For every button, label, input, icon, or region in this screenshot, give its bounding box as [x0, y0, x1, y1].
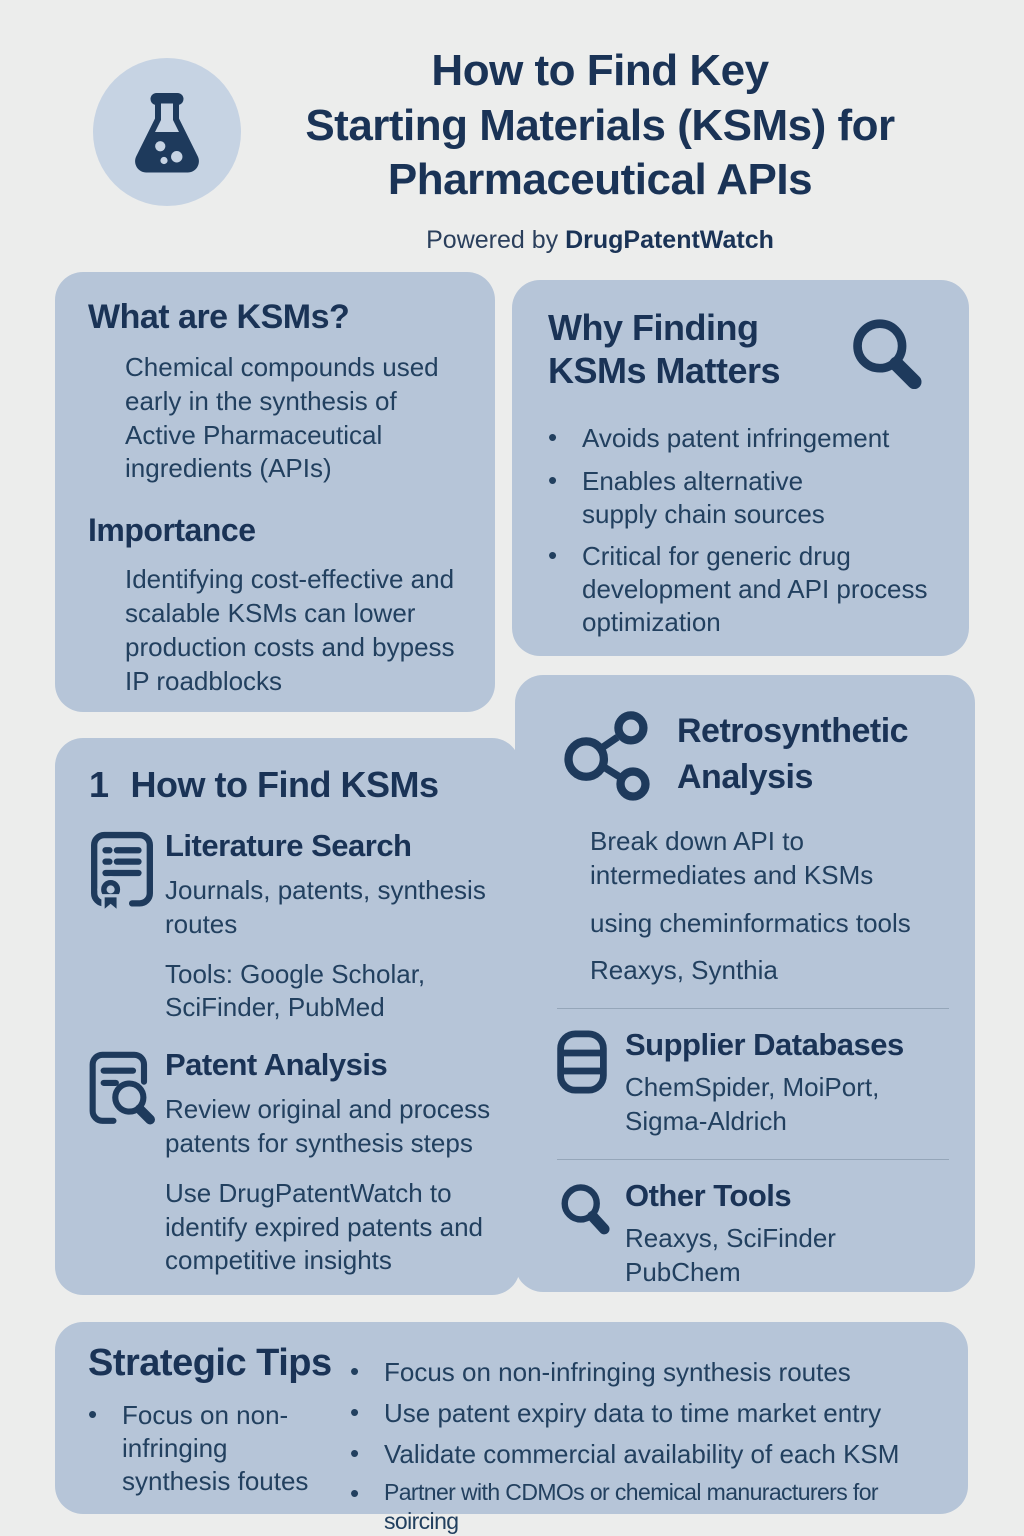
why-matters-bullets: • Avoids patent infringement • Enables a…	[548, 422, 945, 639]
retrosynthetic-heading-line1: Retrosynthetic	[677, 712, 909, 750]
brand-name: DrugPatentWatch	[565, 225, 774, 254]
bullet-dot: •	[548, 422, 558, 452]
bullet-item: • Critical for generic drug development …	[548, 540, 945, 638]
why-matters-heading: Why Finding KSMs Matters	[548, 306, 781, 392]
bullet-text: Focus on non-infringing synthesis routes	[384, 1357, 851, 1387]
literature-search-body: Literature Search Journals, patents, syn…	[165, 828, 517, 1025]
powered-by: Powered by DrugPatentWatch	[230, 226, 970, 255]
why-matters-panel: Why Finding KSMs Matters • Avoids patent…	[512, 280, 969, 656]
page-title-line2: Starting Materials (KSMs) for	[305, 100, 895, 150]
bullet-text: Focus on non-infringing synthesis foutes	[122, 1400, 309, 1496]
why-matters-header: Why Finding KSMs Matters	[548, 306, 945, 402]
why-matters-heading-line2: KSMs Matters	[548, 350, 781, 392]
patent-analysis-body: Patent Analysis Review original and proc…	[165, 1047, 517, 1278]
patent-analysis-item: Patent Analysis Review original and proc…	[89, 1047, 502, 1278]
patent-analysis-tools: Use DrugPatentWatch to identify expired …	[165, 1177, 483, 1276]
bullet-dot: •	[350, 1437, 360, 1468]
bullet-text: Use patent expiry data to time market en…	[384, 1397, 882, 1428]
bullet-text: Avoids patent infringement	[582, 423, 890, 453]
bullet-item: • Enables alternative supply chain sourc…	[548, 465, 945, 531]
bullet-dot: •	[88, 1399, 98, 1429]
bullet-item: • Focus on non-infringing synthesis fout…	[88, 1399, 350, 1497]
bullet-item: • Validate commercial availability of ea…	[350, 1438, 954, 1471]
other-tools-title: Other Tools	[625, 1177, 792, 1213]
bullet-text: Validate commercial availability of each…	[384, 1438, 900, 1469]
page-title-line1: How to Find Key	[431, 46, 769, 95]
flask-badge	[93, 58, 241, 206]
strategic-tips-heading: Strategic Tips	[88, 1342, 332, 1384]
bullet-text: Critical for generic drug development an…	[582, 541, 928, 637]
how-to-find-header: 1 How to Find KSMs	[89, 764, 502, 806]
database-icon	[555, 1027, 625, 1139]
supplier-databases-body: Supplier Databases ChemSpider, MoiPort, …	[625, 1027, 955, 1139]
bullet-item: • Partner with CDMOs or chemical manurac…	[350, 1478, 954, 1536]
bullet-item: • Avoids patent infringement	[548, 422, 945, 455]
literature-search-text: Journals, patents, synthesis routes	[165, 875, 486, 939]
retrosynthetic-heading-line2: Analysis	[677, 758, 813, 797]
bullet-dot: •	[350, 1356, 360, 1386]
supplier-databases-item: Supplier Databases ChemSpider, MoiPort, …	[555, 1027, 955, 1139]
section-divider	[557, 1008, 949, 1010]
bullet-dot: •	[350, 1396, 360, 1427]
patent-search-icon	[89, 1047, 165, 1278]
supplier-databases-title: Supplier Databases	[625, 1027, 904, 1063]
bullet-item: • Use patent expiry data to time market …	[350, 1397, 954, 1430]
patent-analysis-text: Review original and process patents for …	[165, 1094, 491, 1158]
step-number: 1	[89, 764, 109, 805]
retrosynthetic-heading: Retrosynthetic Analysis	[677, 705, 909, 797]
how-to-find-heading: How to Find KSMs	[130, 764, 439, 805]
other-tools-body: Other Tools Reaxys, SciFinder PubChem	[625, 1178, 885, 1290]
page-header: How to Find Key Starting Materials (KSMs…	[230, 44, 970, 255]
retrosynthetic-line: using cheminformatics tools	[590, 907, 911, 938]
certificate-document-icon	[89, 828, 165, 1025]
other-tools-item: Other Tools Reaxys, SciFinder PubChem	[555, 1178, 955, 1290]
what-are-ksms-body: Chemical compounds used early in the syn…	[125, 352, 439, 484]
other-tools-text: Reaxys, SciFinder PubChem	[625, 1222, 836, 1287]
retrosynthetic-line: Break down API to intermediates and KSMs	[590, 826, 874, 890]
methods-panel: Retrosynthetic Analysis Break down API t…	[515, 675, 975, 1292]
retrosynthetic-line: Reaxys, Synthia	[590, 955, 778, 986]
molecule-icon	[555, 705, 659, 809]
bullet-item: • Focus on non-infringing synthesis rout…	[350, 1356, 954, 1389]
how-to-find-panel: 1 How to Find KSMs Literature Search	[55, 738, 520, 1295]
bullet-dot: •	[350, 1478, 360, 1509]
bullet-dot: •	[548, 464, 558, 495]
bullet-dot: •	[548, 540, 558, 571]
bullet-text: Partner with CDMOs or chemical manuractu…	[384, 1479, 879, 1535]
retrosynthetic-header: Retrosynthetic Analysis	[555, 705, 955, 809]
magnifier-icon	[555, 1178, 625, 1290]
page-title-line3: Pharmaceutical APIs	[387, 155, 813, 205]
bullet-text: Enables alternative supply chain sources	[582, 465, 825, 529]
magnifier-icon	[841, 310, 933, 402]
literature-search-item: Literature Search Journals, patents, syn…	[89, 828, 502, 1025]
powered-by-prefix: Powered by	[426, 225, 566, 254]
importance-heading: Importance	[88, 512, 256, 549]
strategic-tips-panel: Strategic Tips • Focus on non-infringing…	[55, 1322, 968, 1534]
retrosynthetic-body: Break down API to intermediates and KSMs…	[590, 825, 955, 988]
what-are-ksms-panel: What are KSMs? Chemical compounds used e…	[55, 272, 495, 712]
strategic-tips-right: • Focus on non-infringing synthesis rout…	[350, 1342, 954, 1534]
literature-search-title: Literature Search	[165, 828, 412, 863]
section-divider	[557, 1158, 949, 1160]
why-matters-heading-line1: Why Finding	[548, 307, 759, 348]
supplier-databases-text: ChemSpider, MoiPort, Sigma-Aldrich	[625, 1072, 880, 1136]
literature-search-tools: Tools: Google Scholar, SciFinder, PubMed	[165, 958, 426, 1023]
strategic-tips-left: Strategic Tips • Focus on non-infringing…	[88, 1342, 350, 1514]
flask-icon	[119, 84, 215, 180]
importance-body: Identifying cost-effective and scalable …	[125, 564, 455, 696]
patent-analysis-title: Patent Analysis	[165, 1047, 388, 1083]
what-are-ksms-heading: What are KSMs?	[88, 298, 350, 336]
